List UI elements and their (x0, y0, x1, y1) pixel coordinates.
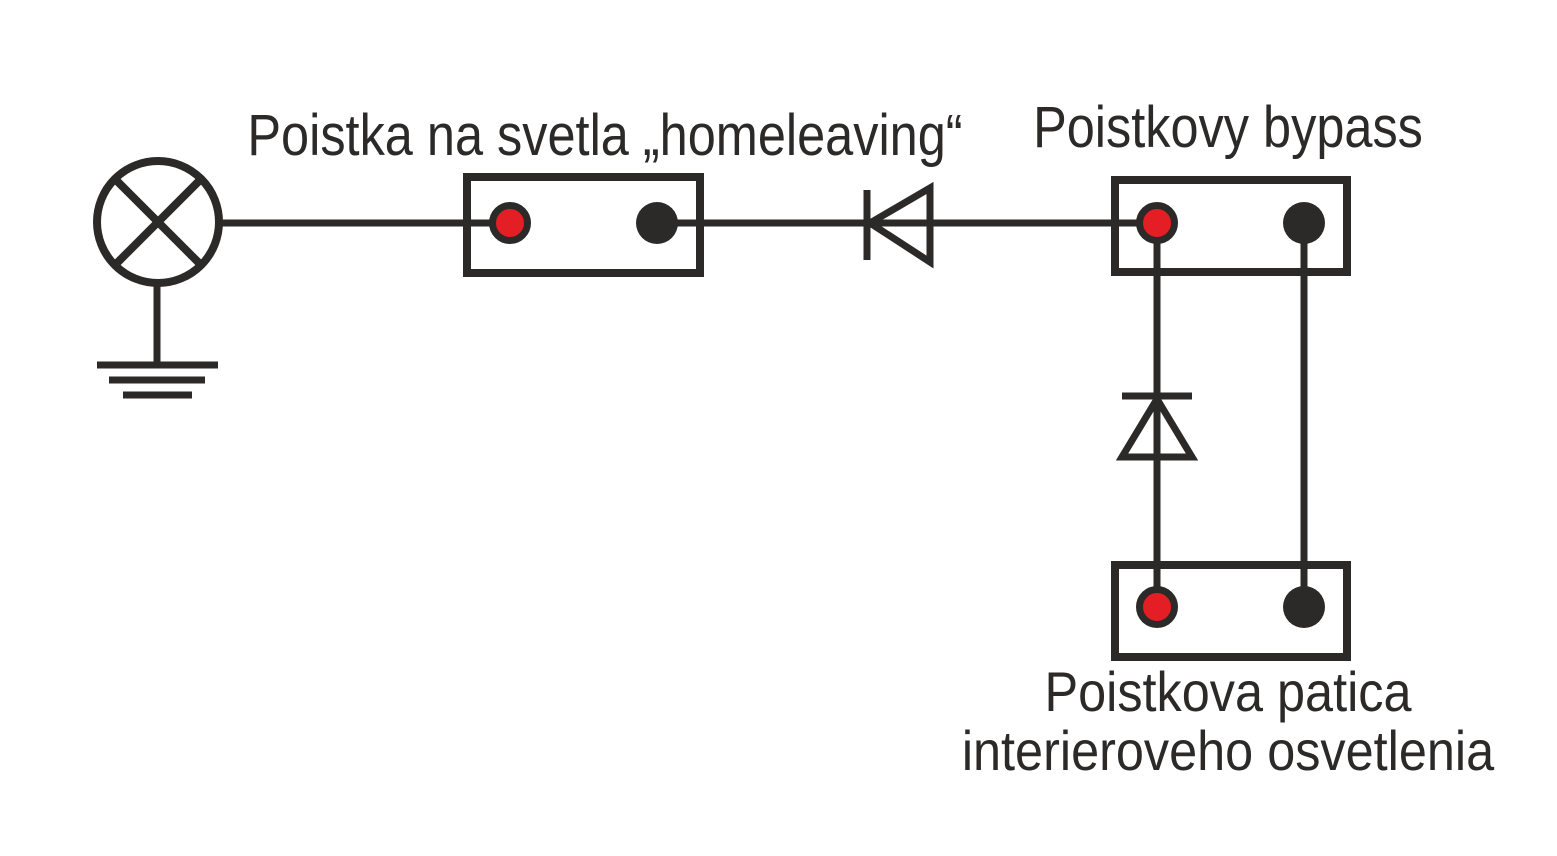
label-fuse-socket: Poistkova patica interieroveho osvetleni… (931, 662, 1525, 780)
terminal-red-bypass (1136, 202, 1178, 244)
terminal-black-socket (1283, 586, 1325, 628)
label-fuse-bypass: Poistkovy bypass (1033, 95, 1423, 160)
label-fuse-socket-line2: interieroveho osvetlenia (961, 719, 1495, 782)
lamp-icon (93, 157, 223, 287)
diode-horizontal-triangle (863, 181, 934, 269)
diode-vertical-triangle (1115, 392, 1199, 461)
lamp-cross-line-2 (114, 178, 202, 266)
terminal-red-socket (1136, 586, 1178, 628)
ground-icon (97, 361, 218, 399)
terminal-red-homeleaving (489, 202, 531, 244)
terminal-black-homeleaving (636, 202, 678, 244)
label-fuse-socket-line1: Poistkova patica (1044, 660, 1412, 723)
terminal-black-bypass (1283, 202, 1325, 244)
diode-horizontal-icon (863, 181, 934, 269)
label-fuse-homeleaving: Poistka na svetla „homeleaving“ (247, 103, 963, 168)
diode-vertical-icon (1115, 392, 1199, 461)
